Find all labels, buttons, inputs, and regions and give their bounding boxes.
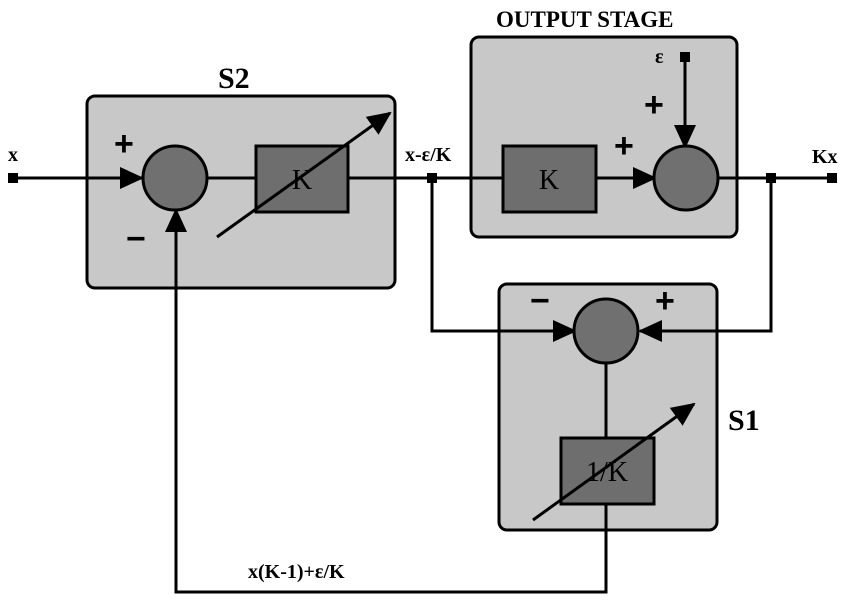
s1-minus-sign: −: [530, 282, 550, 320]
wire-output-feedback: [638, 178, 773, 342]
input-signal-label: x: [8, 144, 18, 166]
intermediate-node: [427, 173, 437, 183]
s1-gain-block: [559, 436, 656, 506]
s2-summing-junction: [141, 144, 209, 212]
wire-feedback-loop: [165, 208, 608, 594]
intermediate-signal-label: x-ε/K: [405, 144, 452, 166]
feedback-signal-label: x(K-1)+ε/K: [248, 561, 345, 583]
s2-variable-gain-arrow: [216, 111, 392, 239]
s1-summing-junction: [572, 297, 640, 365]
s1-title: S1: [728, 404, 760, 437]
s1-gain-label: 1/K: [586, 457, 628, 488]
s2-title: S2: [218, 62, 250, 95]
s1-plus-sign: +: [655, 282, 675, 320]
disturbance-signal-label: ε: [655, 46, 664, 68]
output-plus-sign-top: +: [644, 86, 664, 124]
s1-variable-gain-arrow: [532, 402, 696, 522]
s2-gain-block: [254, 144, 350, 214]
wire-intermediate-to-s1: [430, 178, 577, 342]
s2-minus-sign: −: [126, 220, 146, 258]
output-plus-sign-left: +: [614, 127, 634, 165]
output-gain-block: [501, 144, 598, 214]
output-summing-junction: [652, 144, 720, 212]
input-terminal: [8, 173, 18, 183]
s2-block: [85, 94, 397, 290]
output-terminal: [827, 173, 837, 183]
s2-plus-sign: +: [114, 125, 134, 163]
signal-wires: [13, 57, 832, 594]
output-gain-label: K: [539, 165, 559, 196]
output-node: [766, 173, 776, 183]
s1-block: [497, 282, 719, 532]
output-signal-label: Kx: [812, 146, 838, 168]
disturbance-terminal: [680, 52, 690, 62]
output-stage-title: OUTPUT STAGE: [496, 7, 673, 32]
